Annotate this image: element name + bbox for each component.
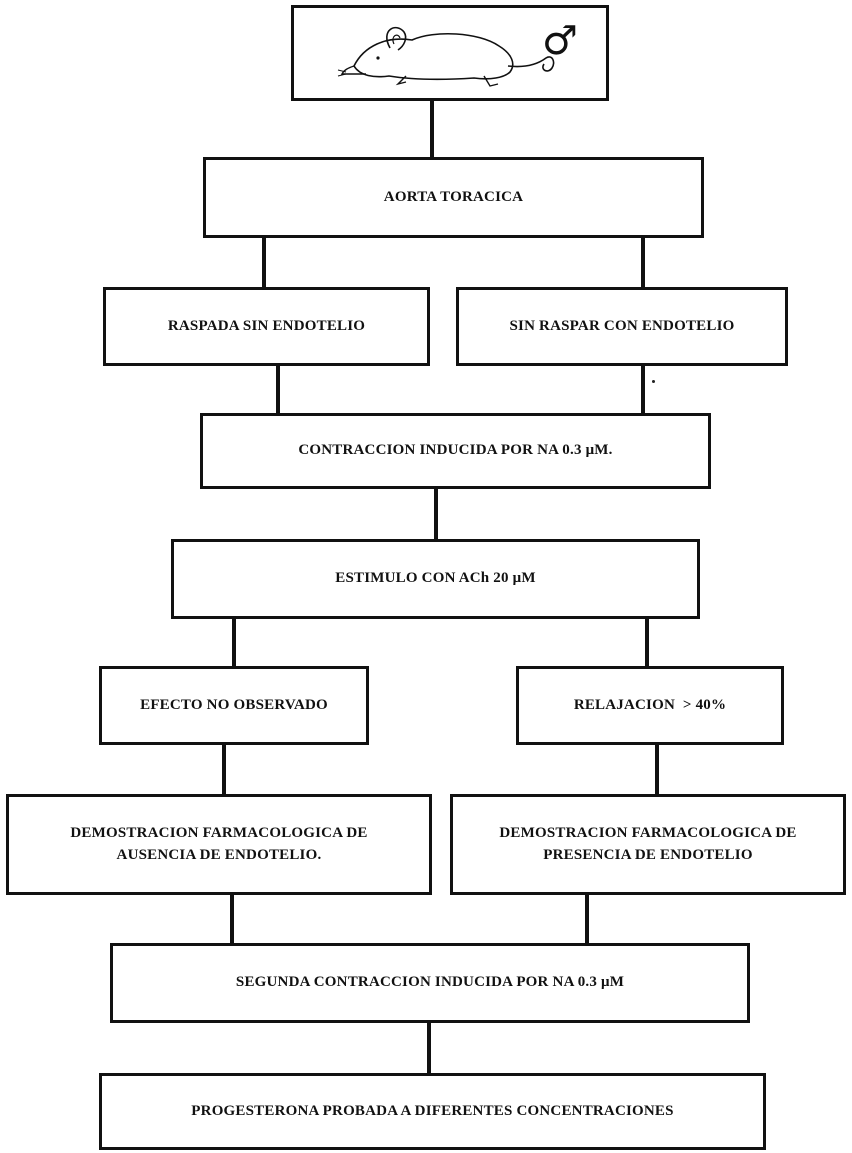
connector-aorta-to-raspada: [262, 236, 266, 288]
connector-segunda-to-progesterona: [427, 1021, 431, 1074]
connector-demo-ausencia-to-segunda: [230, 893, 234, 944]
animal-box: ♂: [291, 5, 609, 101]
node-aorta-toracica: AORTA TORACICA: [203, 157, 704, 238]
connector-estimulo-to-efecto: [232, 617, 236, 667]
connector-sin-raspar-to-contraccion: [641, 364, 645, 414]
male-symbol: ♂: [542, 18, 579, 64]
node-contraccion-inducida: CONTRACCION INDUCIDA POR NA 0.3 μM.: [200, 413, 711, 489]
node-demostracion-ausencia: DEMOSTRACION FARMACOLOGICA DE AUSENCIA D…: [6, 794, 432, 895]
node-relajacion: RELAJACION > 40%: [516, 666, 784, 745]
node-efecto-no-observado: EFECTO NO OBSERVADO: [99, 666, 369, 745]
node-demostracion-presencia: DEMOSTRACION FARMACOLOGICA DE PRESENCIA …: [450, 794, 846, 895]
connector-raspada-to-contraccion: [276, 364, 280, 414]
rat-icon: [337, 26, 555, 87]
connector-aorta-to-sin-raspar: [641, 236, 645, 288]
demo-ausencia-line1: DEMOSTRACION FARMACOLOGICA DE: [70, 824, 368, 841]
node-progesterona: PROGESTERONA PROBADA A DIFERENTES CONCEN…: [99, 1073, 766, 1150]
node-raspada-sin-endotelio: RASPADA SIN ENDOTELIO: [103, 287, 430, 366]
node-sin-raspar-con-endotelio: SIN RASPAR CON ENDOTELIO: [456, 287, 788, 366]
connector-efecto-to-demo-ausencia: [222, 743, 226, 795]
demo-presencia-line1: DEMOSTRACION FARMACOLOGICA DE: [499, 824, 797, 841]
speck-mark: [652, 380, 655, 383]
node-estimulo-ach: ESTIMULO CON ACh 20 μM: [171, 539, 700, 619]
demo-ausencia-line2: AUSENCIA DE ENDOTELIO.: [116, 846, 322, 863]
connector-estimulo-to-relajacion: [645, 617, 649, 667]
connector-contraccion-to-estimulo: [434, 487, 438, 540]
connector-top-to-aorta: [430, 100, 434, 158]
demo-presencia-line2: PRESENCIA DE ENDOTELIO: [543, 846, 753, 863]
node-segunda-contraccion: SEGUNDA CONTRACCION INDUCIDA POR NA 0.3 …: [110, 943, 750, 1023]
connector-demo-presencia-to-segunda: [585, 893, 589, 944]
connector-relajacion-to-demo-presencia: [655, 743, 659, 795]
